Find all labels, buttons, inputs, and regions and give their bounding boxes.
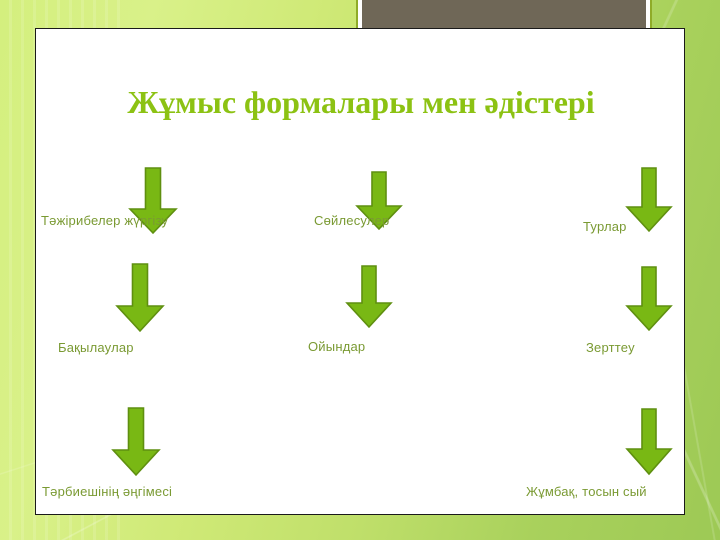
node-label-experiments: Тәжірибелер жүргізу — [41, 213, 169, 228]
down-arrow-icon — [113, 262, 167, 334]
node-label-observations: Бақылаулар — [58, 340, 134, 355]
down-arrow-icon — [623, 407, 675, 477]
down-arrow-icon — [623, 166, 675, 234]
slide-title: Жұмыс формалары мен әдістері — [127, 84, 595, 120]
node-label-research: Зерттеу — [586, 340, 635, 355]
content-panel: Жұмыс формалары мен әдістері Тәжірибелер… — [35, 28, 685, 515]
down-arrow-icon — [353, 170, 405, 232]
node-label-games: Ойындар — [308, 339, 366, 354]
node-label-tours: Турлар — [583, 219, 627, 234]
down-arrow-icon — [623, 265, 675, 333]
node-label-teacher-story: Тәрбиешінің әңгімесі — [42, 484, 173, 499]
down-arrow-icon — [109, 406, 163, 478]
down-arrow-icon — [126, 166, 180, 236]
node-label-conversations: Сөйлесулер — [314, 213, 390, 228]
down-arrow-icon — [343, 264, 395, 330]
node-label-riddle-surprise: Жұмбақ, тосын сый — [526, 484, 647, 499]
